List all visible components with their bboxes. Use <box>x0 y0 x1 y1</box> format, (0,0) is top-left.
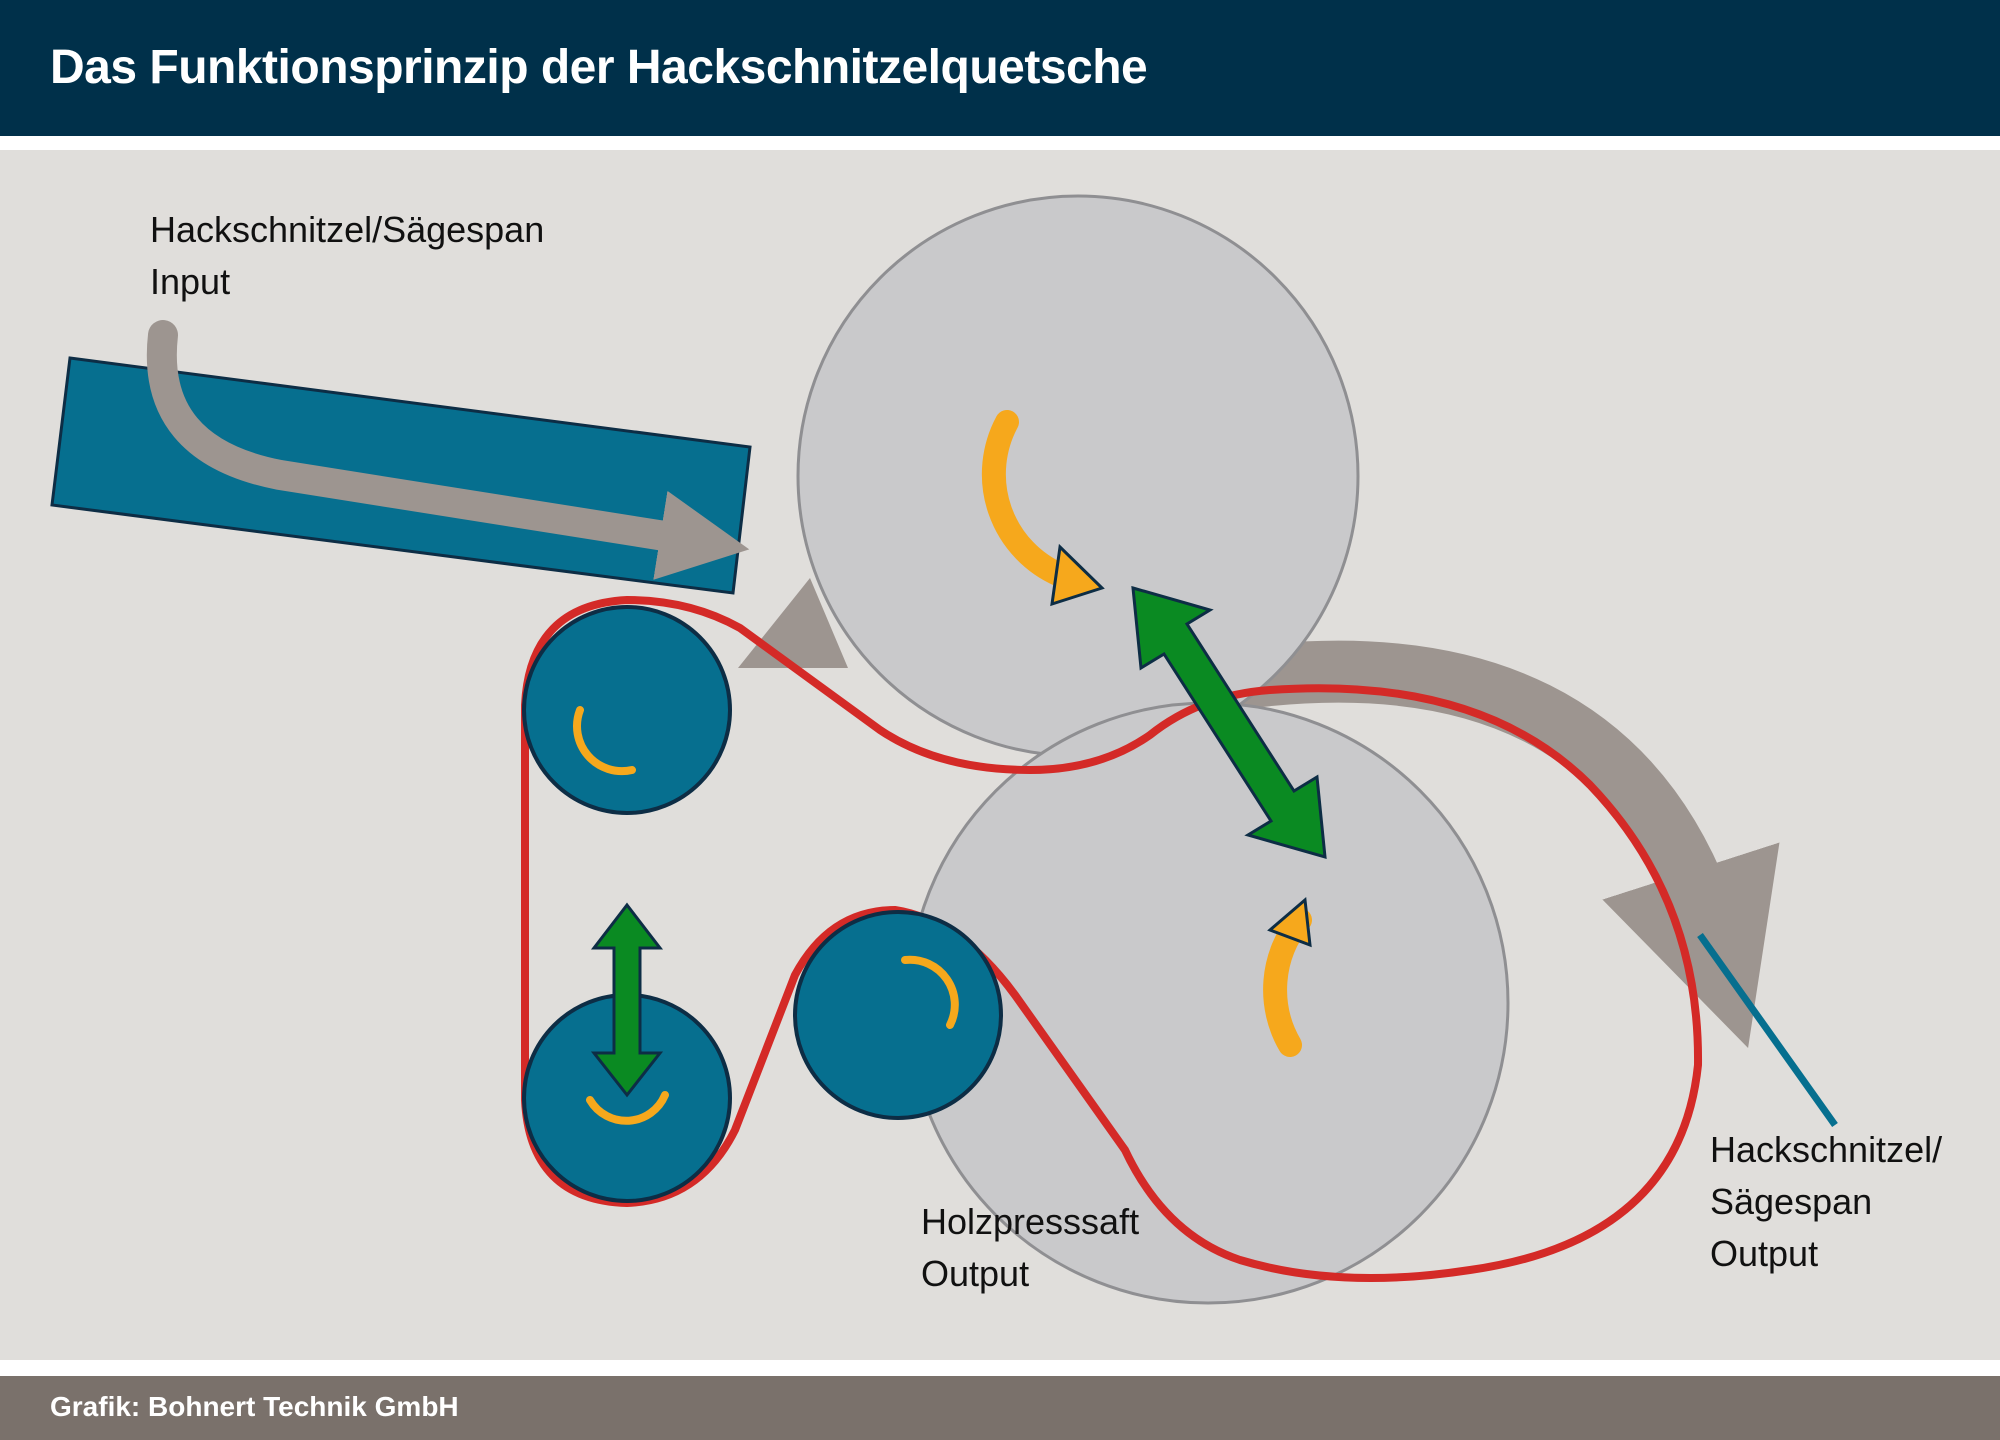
juice-output-label-line1: Holzpresssaft <box>921 1201 1140 1242</box>
input-flow-arrow <box>146 320 750 580</box>
belt-roller-top <box>522 605 732 815</box>
press-belt <box>521 596 1703 1282</box>
page-title: Das Funktionsprinzip der Hackschnitzelqu… <box>50 41 1148 94</box>
image-credit: Grafik: Bohnert Technik GmbH <box>50 1391 459 1422</box>
belt-roller-middle <box>793 910 1003 1120</box>
diagram-canvas: Hackschnitzel/Sägespan Input Holzpresssa… <box>0 150 2000 1360</box>
chips-output-label-line3: Output <box>1710 1233 1819 1274</box>
input-label-line2: Input <box>150 261 231 302</box>
bottom-belt-roller-rotation-icon <box>586 1091 669 1125</box>
input-label-line1: Hackschnitzel/Sägespan <box>150 209 545 250</box>
chips-output-label-line1: Hackschnitzel/ <box>1710 1129 1943 1170</box>
main-roller-adjust-arrow <box>1131 585 1327 860</box>
footer-bar: Grafik: Bohnert Technik GmbH <box>0 1376 2000 1440</box>
input-label: Hackschnitzel/Sägespan Input <box>150 204 544 308</box>
chips-output-label: Hackschnitzel/ Sägespan Output <box>1710 1124 1942 1280</box>
header-bar: Das Funktionsprinzip der Hackschnitzelqu… <box>0 0 2000 136</box>
belt-tension-arrow <box>590 902 664 1098</box>
middle-belt-roller-rotation-icon <box>901 955 959 1029</box>
upper-roller-rotation-icon <box>981 410 1072 587</box>
juice-output-label-line2: Output <box>921 1253 1030 1294</box>
upper-roller-rotation-arrowhead <box>1050 543 1105 607</box>
lower-roller-rotation-arrowhead <box>1267 897 1312 948</box>
chips-output-line <box>1697 932 1838 1128</box>
chips-output-label-line2: Sägespan <box>1710 1181 1873 1222</box>
diagram-svg <box>0 150 2000 1360</box>
chips-output-flow <box>1210 640 1780 1048</box>
juice-output-label: Holzpresssaft Output <box>921 1196 1139 1300</box>
upper-press-roller <box>796 194 1360 758</box>
top-belt-roller-rotation-icon <box>573 706 636 776</box>
